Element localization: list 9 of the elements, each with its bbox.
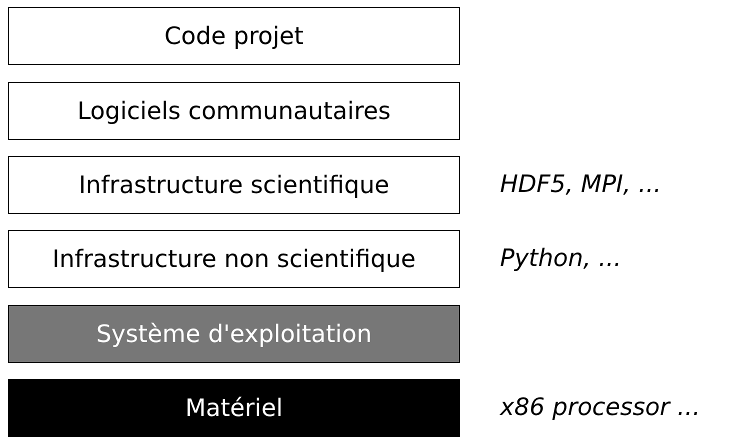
layer-label: Matériel: [185, 394, 283, 422]
layer-label: Système d'exploitation: [96, 320, 372, 348]
layer-label: Logiciels communautaires: [77, 97, 391, 125]
example-note: Python, ...: [500, 244, 622, 272]
layer-label: Infrastructure non scientifique: [52, 245, 416, 273]
example-note: HDF5, MPI, ...: [500, 170, 662, 198]
example-note: x86 processor ...: [500, 393, 700, 421]
layer-label: Infrastructure scientifique: [78, 171, 390, 199]
layer-label: Code projet: [164, 22, 304, 50]
